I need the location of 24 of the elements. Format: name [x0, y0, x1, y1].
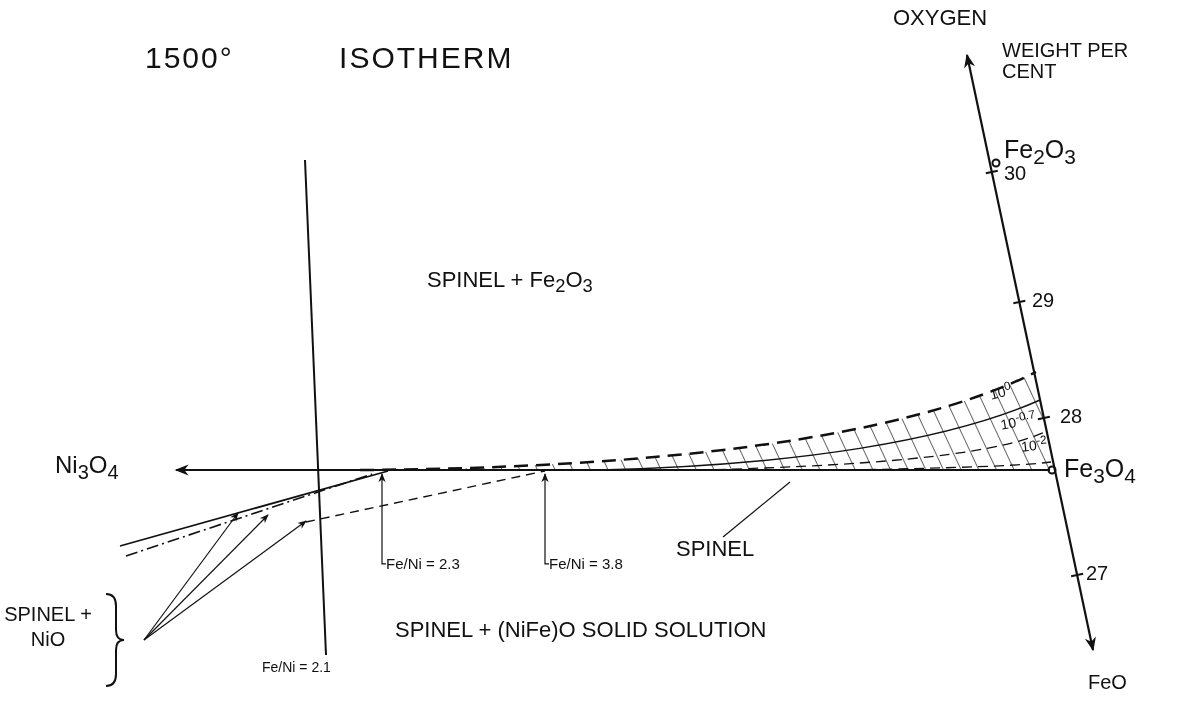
title: 1500° ISOTHERM — [145, 42, 514, 74]
region-label: SPINEL + (NiFe)O SOLID SOLUTION — [395, 618, 767, 642]
region-label: SPINEL — [676, 537, 755, 561]
ratio-label: Fe/Ni = 2.1 — [262, 660, 331, 675]
arrow — [378, 473, 387, 565]
tick-label: 28 — [1060, 406, 1083, 427]
isobar-label: 10$^{-2}$ — [1020, 433, 1048, 455]
ratio-label: Fe/Ni = 2.3 — [386, 556, 460, 572]
axis-label: OXYGEN — [893, 6, 988, 30]
phase-label: Ni$_{3}$O$_{4}$ — [55, 452, 119, 483]
ratio-label: Fe/Ni = 3.8 — [549, 556, 623, 572]
arrow — [541, 473, 550, 565]
arrow — [143, 520, 307, 641]
region-label: SPINEL + Fe$_{2}$O$_{3}$ — [427, 268, 593, 296]
axis-label: WEIGHT PER CENT — [1002, 40, 1130, 82]
leader-line — [722, 481, 791, 538]
isobar-label: 10$^{-0.7}$ — [998, 408, 1038, 433]
tick-label: 30 — [1004, 163, 1027, 184]
arrow — [143, 512, 239, 641]
tick-label: 29 — [1032, 290, 1055, 311]
region-label: SPINEL + NiO — [4, 602, 92, 652]
phase-label: Fe$_{3}$O$_{4}$ — [1064, 455, 1136, 487]
tick-label: 27 — [1086, 563, 1109, 584]
phase-label: FeO — [1088, 672, 1127, 693]
